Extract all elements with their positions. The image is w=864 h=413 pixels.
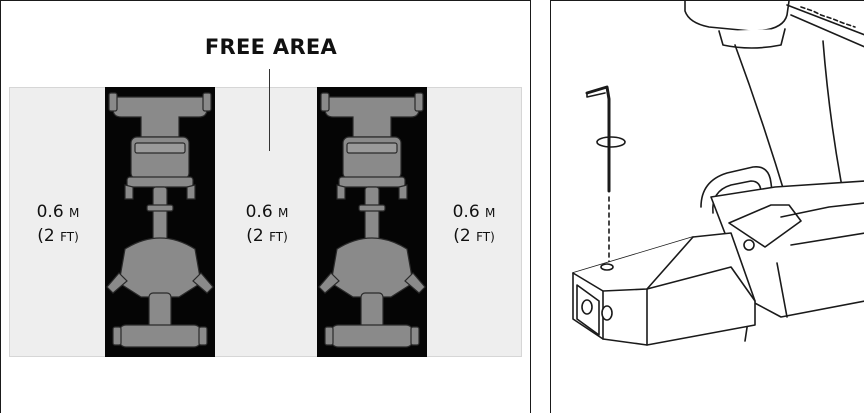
free-area-left xyxy=(9,87,106,357)
dimension-label-left: 0.6 M (2 FT) xyxy=(36,202,80,246)
title-leader-line xyxy=(269,69,270,151)
dimension-label-center: 0.6 M (2 FT) xyxy=(245,202,289,246)
free-area-title: FREE AREA xyxy=(204,35,338,59)
elliptical-topview-icon xyxy=(106,92,214,348)
machine-footprint-right xyxy=(317,87,427,357)
machine-footprint-left xyxy=(105,87,215,357)
free-area-center xyxy=(213,87,318,357)
assembly-illustration-panel xyxy=(550,0,864,413)
dimension-label-right: 0.6 M (2 FT) xyxy=(452,202,496,246)
clearance-diagram-panel: FREE AREA 0.6 M (2 FT) 0.6 M (2 FT) 0.6 … xyxy=(0,0,531,413)
assembly-line-drawing xyxy=(572,1,864,346)
free-area-right xyxy=(425,87,522,357)
elliptical-topview-icon xyxy=(318,92,426,348)
